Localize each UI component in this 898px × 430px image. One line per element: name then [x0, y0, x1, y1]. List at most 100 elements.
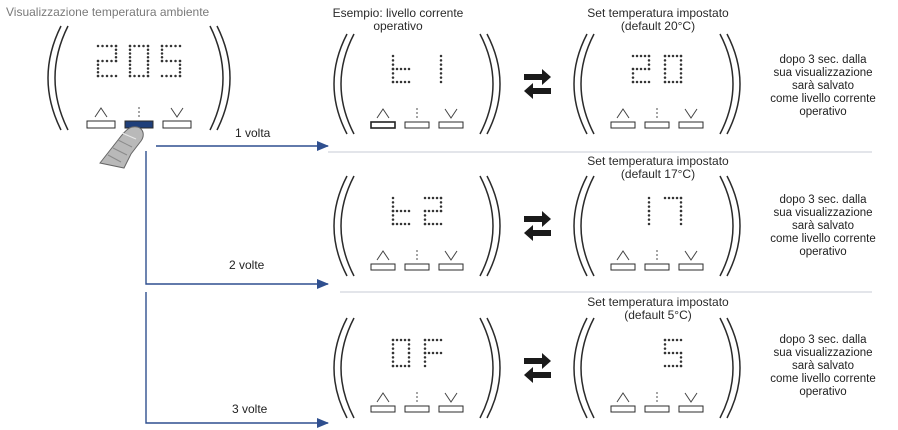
caption-line: (default 5°C) [624, 308, 692, 322]
bezel-arc [333, 317, 348, 419]
current-level-display-1 [333, 33, 501, 135]
display-digit [423, 196, 443, 226]
caption-line: Esempio: livello corrente [332, 6, 464, 20]
down-button[interactable] [678, 121, 704, 129]
bezel-arc [333, 175, 348, 277]
down-button[interactable] [438, 121, 464, 129]
caret-up-icon [376, 392, 390, 403]
vertical-dots-icon [656, 250, 658, 260]
flow-arrows [145, 141, 329, 428]
swap-arrows-icon [524, 211, 551, 241]
vertical-dots-icon [138, 107, 140, 117]
swap-arrows-icon [524, 69, 551, 99]
current-level-caption: Esempio: livello corrente operativo [318, 7, 478, 33]
display-digit [391, 54, 411, 84]
bezel-arc [479, 175, 494, 277]
vertical-dots-icon [416, 250, 418, 260]
display-digit [663, 54, 683, 84]
up-button[interactable] [370, 405, 396, 413]
bezel-arc [216, 25, 231, 131]
main-title: Visualizzazione temperatura ambiente [6, 5, 210, 19]
bezel-arc [333, 33, 348, 135]
setpoint-caption-1: Set temperatura impostato (default 20°C) [570, 7, 746, 33]
bezel-arc [573, 175, 588, 277]
setpoint-caption-2: Set temperatura impostato (default 17°C) [570, 155, 746, 181]
down-button[interactable] [678, 263, 704, 271]
mode-button[interactable] [644, 263, 670, 271]
bezel-arc [719, 317, 734, 419]
setpoint-display-3 [573, 317, 741, 419]
up-button[interactable] [370, 121, 396, 129]
mode-button[interactable] [644, 405, 670, 413]
mode-button[interactable] [644, 121, 670, 129]
display-digit [439, 54, 443, 84]
press-label-2: 2 volte [229, 258, 265, 272]
swap-right-arrow [524, 353, 551, 369]
down-button[interactable] [162, 120, 192, 129]
bezel-arc [486, 175, 501, 277]
bezel-arc [580, 33, 595, 135]
mode-button[interactable] [404, 121, 430, 129]
up-button[interactable] [610, 405, 636, 413]
bezel-arc [580, 317, 595, 419]
down-button[interactable] [678, 405, 704, 413]
caret-down-icon [170, 107, 184, 118]
bezel-arc [726, 33, 741, 135]
display-digit [391, 338, 411, 368]
caption-line: operativo [373, 19, 423, 33]
bezel-arc [47, 25, 62, 131]
vertical-dots-icon [416, 392, 418, 402]
caption-line: (default 20°C) [620, 19, 696, 33]
caret-up-icon [376, 250, 390, 261]
bezel-arc [573, 33, 588, 135]
up-button[interactable] [370, 263, 396, 271]
press-label-1: 1 volta [235, 126, 271, 140]
up-button[interactable] [610, 121, 636, 129]
bezel-arc [719, 33, 734, 135]
caret-down-icon [444, 392, 458, 403]
swap-right-arrow [524, 211, 551, 227]
bezel-arc [726, 175, 741, 277]
caret-down-icon [684, 250, 698, 261]
mode-button[interactable] [124, 120, 154, 129]
caret-down-icon [444, 250, 458, 261]
bezel-arc [479, 33, 494, 135]
finger-press-icon [99, 126, 144, 169]
display-digit [96, 44, 118, 78]
bezel-arc [486, 33, 501, 135]
display-digit [663, 338, 683, 368]
mode-button[interactable] [404, 263, 430, 271]
display-digit [128, 44, 150, 78]
caret-down-icon [684, 108, 698, 119]
flow-arrow-3 [145, 292, 329, 428]
display-digit [391, 196, 411, 226]
vertical-dots-icon [416, 108, 418, 118]
setpoint-display-1 [573, 33, 741, 135]
down-button[interactable] [438, 405, 464, 413]
mode-button[interactable] [404, 405, 430, 413]
caret-down-icon [684, 392, 698, 403]
vertical-dots-icon [656, 392, 658, 402]
bezel-arc [340, 175, 355, 277]
bezel-arc [726, 317, 741, 419]
press-label-3: 3 volte [232, 402, 268, 416]
caption-line: Set temperatura impostato [587, 295, 729, 309]
swap-arrows-icon [524, 353, 551, 383]
main-thermostat-display [47, 25, 231, 131]
swap-left-arrow [524, 367, 551, 383]
display-digit [647, 196, 651, 226]
down-button[interactable] [438, 263, 464, 271]
caption-line: Set temperatura impostato [587, 154, 729, 168]
up-button[interactable] [86, 120, 116, 129]
vertical-dots-icon [656, 108, 658, 118]
up-button[interactable] [610, 263, 636, 271]
caret-up-icon [376, 108, 390, 119]
flow-arrow-2 [145, 151, 329, 289]
bezel-arc [580, 175, 595, 277]
caret-down-icon [444, 108, 458, 119]
setpoint-caption-3: Set temperatura impostato (default 5°C) [570, 296, 746, 322]
